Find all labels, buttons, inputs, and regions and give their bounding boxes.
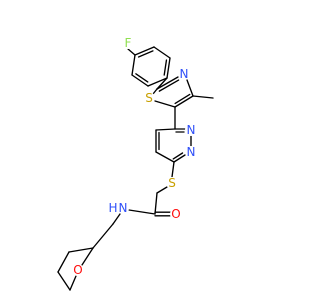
double-bond-inner xyxy=(172,152,184,160)
bonds xyxy=(57,46,214,291)
aromatic-bond xyxy=(131,54,136,76)
svg-text:N: N xyxy=(180,67,189,81)
background xyxy=(0,0,300,300)
atom-fluorine: F xyxy=(122,36,134,50)
atom-amide-oxygen: O xyxy=(170,207,182,221)
double-bond-inner xyxy=(137,50,154,58)
double-bond-inner xyxy=(174,93,191,105)
double-bond-inner xyxy=(163,59,168,76)
thiazole-bond xyxy=(156,76,179,90)
bond-ch2-carbonyl xyxy=(154,192,158,215)
oxolane-bond xyxy=(57,251,70,273)
svg-text:N: N xyxy=(119,201,128,215)
thiazole-bond xyxy=(186,79,194,97)
aromatic-bond xyxy=(131,74,149,87)
svg-text:F: F xyxy=(125,36,132,50)
svg-text:N: N xyxy=(187,145,196,159)
atom-pyridazine-nitrogen-1: N xyxy=(185,123,197,137)
atom-pyridazine-nitrogen-2: N xyxy=(185,145,197,159)
bond-c-s xyxy=(171,161,175,178)
bond-n-ch2 xyxy=(112,213,121,225)
svg-text:H: H xyxy=(108,201,117,215)
oxolane-bond xyxy=(57,271,71,291)
aromatic-bond xyxy=(153,46,171,59)
bond-aryl-thiazole xyxy=(156,77,168,90)
svg-text:O: O xyxy=(171,207,180,221)
svg-text:O: O xyxy=(73,263,82,277)
atom-amide-nitrogen: N xyxy=(117,201,129,215)
oxolane-bond xyxy=(81,247,94,266)
atom-thiazole-nitrogen: N xyxy=(178,67,190,81)
bond-c-f xyxy=(127,48,136,56)
atom-oxolane-oxygen: O xyxy=(72,263,84,277)
atom-amide-hydrogen: H xyxy=(108,201,118,215)
thiazole-bond xyxy=(152,88,158,95)
oxolane-bond xyxy=(69,275,77,291)
bond-s-ch2 xyxy=(156,186,168,194)
bond-carbonyl-n xyxy=(128,209,156,215)
svg-text:S: S xyxy=(168,176,176,190)
aromatic-bond xyxy=(166,57,171,79)
aromatic-bond xyxy=(134,46,155,56)
chemical-structure: F S N N N S O N H O xyxy=(0,0,300,300)
svg-text:S: S xyxy=(145,91,153,105)
pyridazine-bond xyxy=(173,154,186,163)
atom-thioether-sulfur: S xyxy=(166,176,178,190)
pyridazine-bond xyxy=(155,151,175,163)
atom-thiazole-sulfur: S xyxy=(143,91,155,105)
double-bond-inner xyxy=(135,73,149,83)
oxolane-bond xyxy=(68,247,94,253)
svg-text:N: N xyxy=(187,123,196,137)
thiazole-bond xyxy=(174,95,194,108)
bond-methyl xyxy=(192,95,214,99)
pyridazine-bond xyxy=(155,128,176,131)
double-bond-inner xyxy=(158,79,180,92)
bond-ch2-oxolane xyxy=(92,223,114,249)
thiazole-bond xyxy=(154,100,176,108)
aromatic-bond xyxy=(147,77,168,87)
